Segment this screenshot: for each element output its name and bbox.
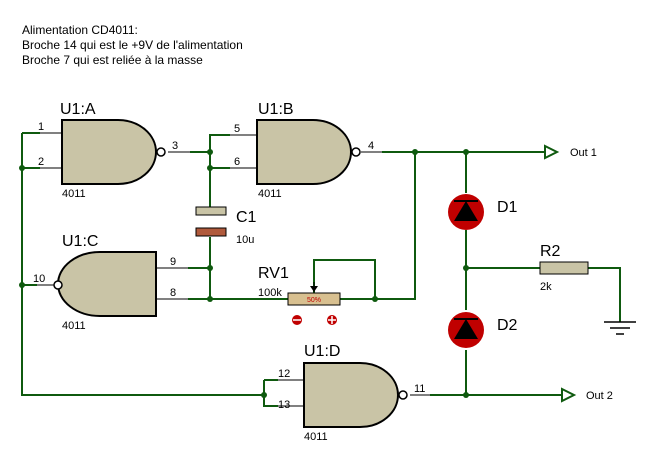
- wire-left-bus: [21, 133, 264, 396]
- pin-label: 10: [33, 273, 45, 285]
- pin-label: 1: [38, 121, 44, 133]
- gate-u1d-ref: U1:D: [304, 343, 340, 360]
- output-arrow-icon: [561, 387, 577, 403]
- pin-label: 11: [414, 383, 425, 395]
- gate-u1a-ref: U1:A: [60, 101, 96, 118]
- resistor-r2[interactable]: R2 2k: [539, 243, 589, 293]
- pot-adjust-buttons[interactable]: [292, 315, 337, 325]
- note-pin14: Broche 14 qui est le +9V de l'alimentati…: [22, 38, 243, 52]
- pin-label: 3: [172, 140, 178, 152]
- junction-dot: [19, 165, 25, 171]
- ground-icon: [604, 321, 636, 335]
- wire-b-out-to-rv1: [340, 152, 416, 300]
- gate-u1c-ref: U1:C: [62, 233, 98, 250]
- junction-dot: [463, 149, 469, 155]
- junction-dot: [207, 296, 213, 302]
- junction-dot: [207, 265, 213, 271]
- pot-rv1-value: 100k: [258, 287, 282, 299]
- led-d1[interactable]: D1: [448, 194, 518, 230]
- capacitor-c1[interactable]: C1 10u: [195, 206, 257, 246]
- wire-a-out-to-b6: [209, 152, 230, 169]
- junctions: [19, 149, 469, 398]
- wire-d-inputs: [263, 380, 278, 407]
- note-power-title: Alimentation CD4011:: [22, 23, 138, 37]
- pin-label: 5: [234, 123, 240, 135]
- output-arrow-icon: [544, 144, 560, 160]
- pin-label: 2: [38, 156, 44, 168]
- terminal-out1-label: Out 1: [570, 147, 597, 159]
- resistor-r2-ref: R2: [540, 243, 561, 260]
- pot-wiper-arrow: [310, 286, 318, 292]
- junction-dot: [412, 149, 418, 155]
- junction-dot: [207, 149, 213, 155]
- pin-label: 6: [234, 156, 240, 168]
- capacitor-plate-bottom: [195, 227, 227, 237]
- wire-r2-to-gnd: [588, 267, 621, 322]
- capacitor-plate-top: [195, 206, 227, 216]
- note-pin7: Broche 7 qui est reliée à la masse: [22, 53, 203, 67]
- wires: [21, 132, 621, 407]
- junction-dot: [19, 282, 25, 288]
- pot-wiper-label: 50%: [307, 297, 321, 304]
- gate-u1a[interactable]: U1:A 4011 1 2 3: [38, 101, 190, 200]
- pin-label: 12: [278, 368, 290, 380]
- wire-a-out-to-b5: [190, 134, 230, 153]
- pin-label: 4: [368, 140, 374, 152]
- gate-u1d[interactable]: U1:D 4011 12 13 11: [278, 343, 430, 443]
- capacitor-c1-ref: C1: [236, 209, 257, 226]
- gate-u1a-part: 4011: [62, 188, 86, 200]
- gate-u1c[interactable]: U1:C 4011 10 9 8: [33, 233, 188, 332]
- capacitor-c1-value: 10u: [236, 234, 254, 246]
- led-d2[interactable]: D2: [448, 312, 518, 348]
- led-d2-ref: D2: [497, 317, 518, 334]
- junction-dot: [463, 265, 469, 271]
- pin-label: 13: [278, 399, 290, 411]
- junction-dot: [463, 392, 469, 398]
- pin-label: 8: [170, 287, 176, 299]
- gate-u1b[interactable]: U1:B 4011 5 6 4: [230, 101, 382, 200]
- resistor-r2-value: 2k: [540, 281, 552, 293]
- junction-dot: [372, 296, 378, 302]
- gate-u1b-part: 4011: [258, 188, 282, 200]
- gate-u1b-ref: U1:B: [258, 101, 294, 118]
- gate-u1d-part: 4011: [304, 431, 328, 443]
- terminal-out2-label: Out 2: [586, 390, 613, 402]
- diode-triangle-icon: [454, 201, 478, 221]
- wire-rv1-wiper: [313, 259, 376, 299]
- terminal-out2[interactable]: Out 2: [561, 387, 613, 403]
- pot-rv1-ref: RV1: [258, 265, 289, 282]
- potentiometer-rv1[interactable]: 50% RV1 100k: [258, 265, 341, 325]
- resistor-body: [539, 261, 589, 275]
- pin-label: 9: [170, 256, 176, 268]
- gate-u1c-part: 4011: [62, 320, 86, 332]
- junction-dot: [207, 165, 213, 171]
- junction-dot: [261, 392, 267, 398]
- pot-body: [287, 292, 341, 306]
- diode-triangle-icon: [454, 319, 478, 339]
- terminal-out1[interactable]: Out 1: [544, 144, 597, 160]
- led-d1-ref: D1: [497, 199, 518, 216]
